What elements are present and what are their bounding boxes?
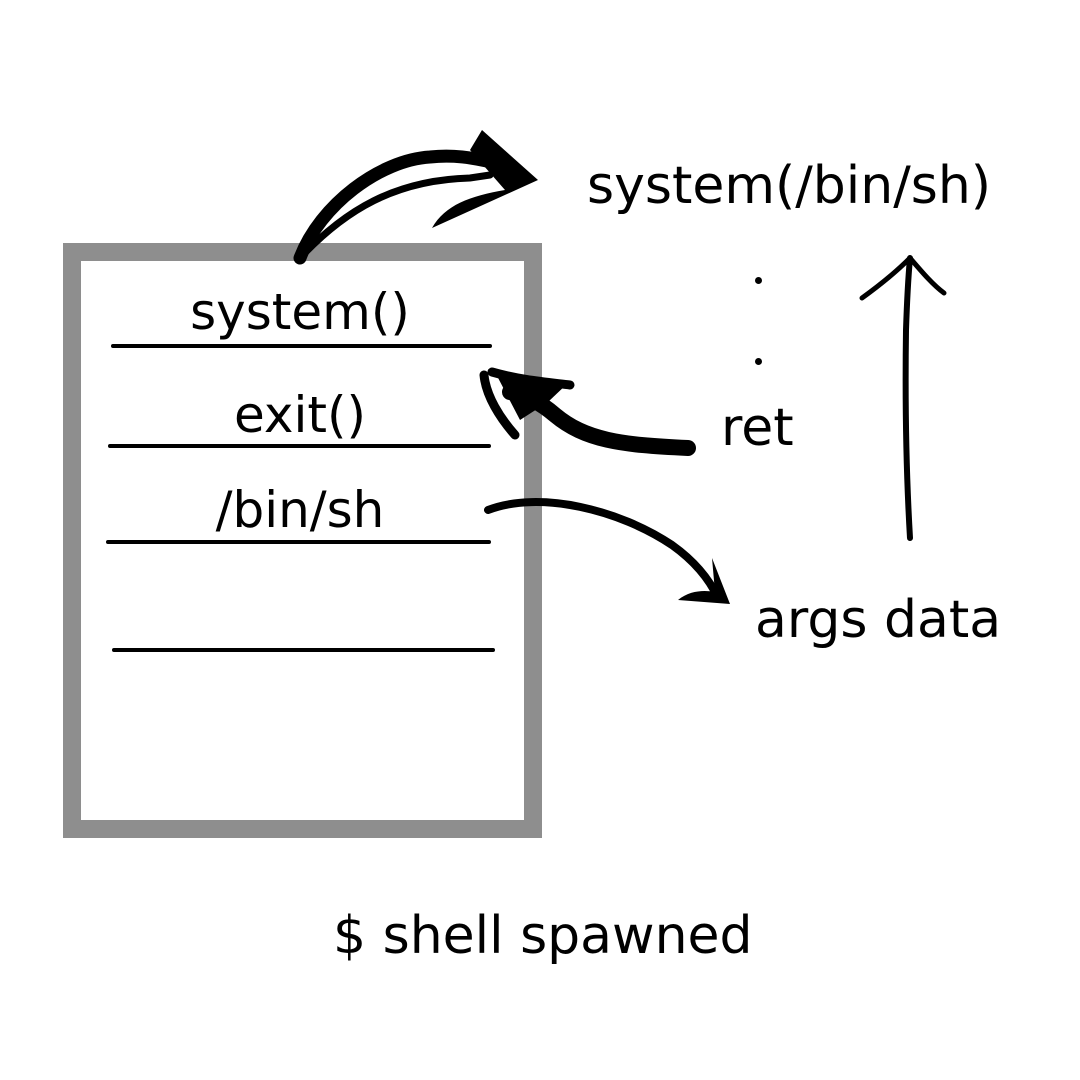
stack-slot-system-label: system() — [190, 283, 410, 341]
ret-arrow — [479, 367, 696, 456]
stack-slot-divider-1 — [111, 344, 492, 348]
stack-slot-exit-label: exit() — [234, 386, 366, 444]
upward-arrow — [859, 255, 947, 541]
ellipsis-dot-2 — [755, 358, 762, 365]
call-arrow — [293, 130, 538, 265]
ellipsis-dot-1 — [755, 277, 762, 284]
ret-label: ret — [721, 398, 794, 458]
stack-slot-divider-3 — [106, 540, 491, 544]
stack-slot-divider-4 — [112, 648, 495, 652]
target-call-label: system(/bin/sh) — [587, 156, 992, 216]
stack-slot-divider-2 — [108, 444, 491, 448]
shell-spawned-status: $ shell spawned — [333, 906, 753, 966]
args-data-label: args data — [755, 590, 1002, 650]
stack-slot-binsh-label: /bin/sh — [215, 481, 385, 539]
args-arrow — [484, 498, 730, 604]
